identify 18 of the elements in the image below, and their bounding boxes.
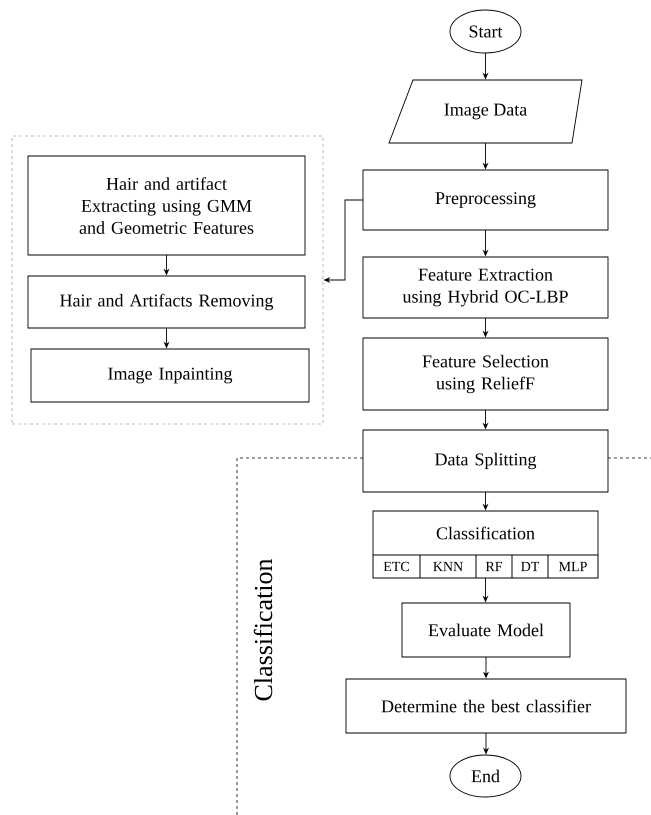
- classifier-cell: ETC: [372, 554, 420, 578]
- classifier-cell: MLP: [548, 554, 598, 578]
- process-box: Image Inpainting: [30, 348, 310, 402]
- process-box: Hair and artifact Extracting using GMM and Geometric Features: [28, 156, 306, 256]
- process-box: Hair and Artifacts Removing: [28, 276, 306, 328]
- process-box: Determine the best classifier: [346, 678, 626, 734]
- process-box: Data Splitting: [362, 430, 608, 492]
- classifier-cell: KNN: [420, 554, 476, 578]
- process-box: Evaluate Model: [402, 602, 570, 658]
- process-box: Feature Selection using ReliefF: [362, 338, 608, 410]
- end-oval: End: [450, 754, 522, 798]
- region-label: Classification: [254, 558, 272, 700]
- classifier-cell: RF: [476, 554, 512, 578]
- start-oval: Start: [450, 10, 522, 54]
- process-box: Feature Extraction using Hybrid OC-LBP: [362, 256, 608, 318]
- process-box: Preprocessing: [362, 170, 608, 230]
- classifier-cell: DT: [512, 554, 548, 578]
- dashed-group-box: [12, 136, 324, 424]
